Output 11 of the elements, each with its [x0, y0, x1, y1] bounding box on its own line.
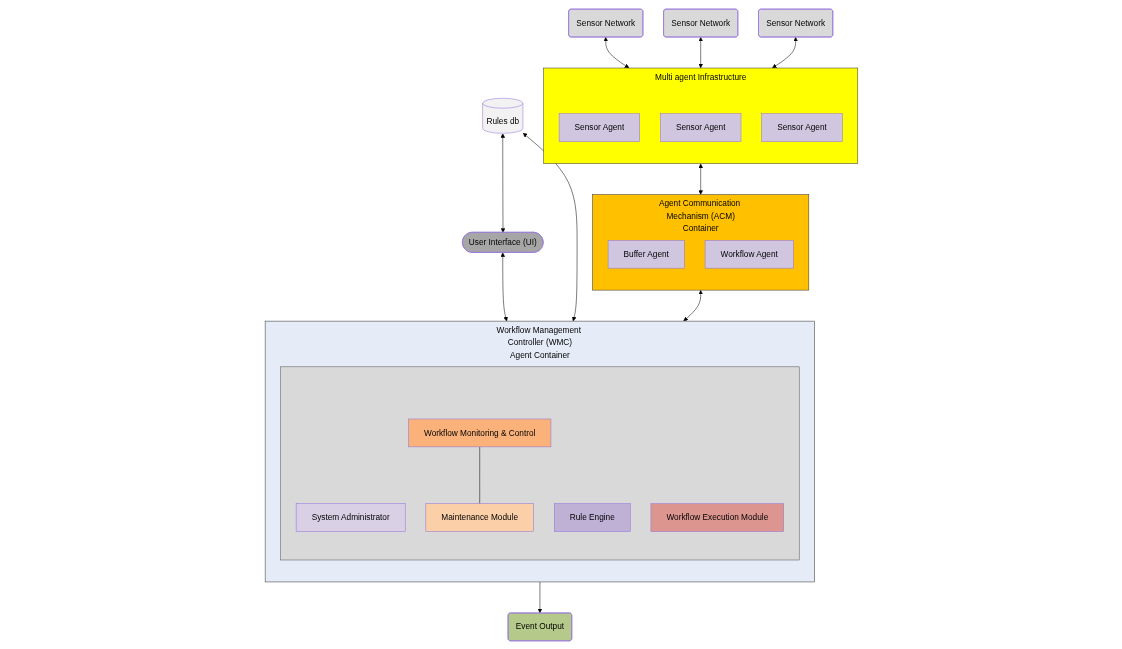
node-box: Buffer Agent — [607, 239, 685, 268]
node-box: Sensor Agent — [760, 112, 843, 142]
cluster — [279, 366, 799, 560]
node-box: Sensor Agent — [558, 112, 640, 142]
node-box: Workflow Agent — [704, 239, 794, 268]
node-box: Workflow Execution Module — [650, 502, 784, 532]
node-box: Rule Engine — [553, 502, 631, 532]
node-box: System Administrator — [295, 502, 405, 532]
node-box: Sensor Agent — [659, 112, 741, 142]
node-box: Maintenance Module — [425, 502, 534, 532]
node-box: Workflow Monitoring & Control — [407, 418, 551, 447]
